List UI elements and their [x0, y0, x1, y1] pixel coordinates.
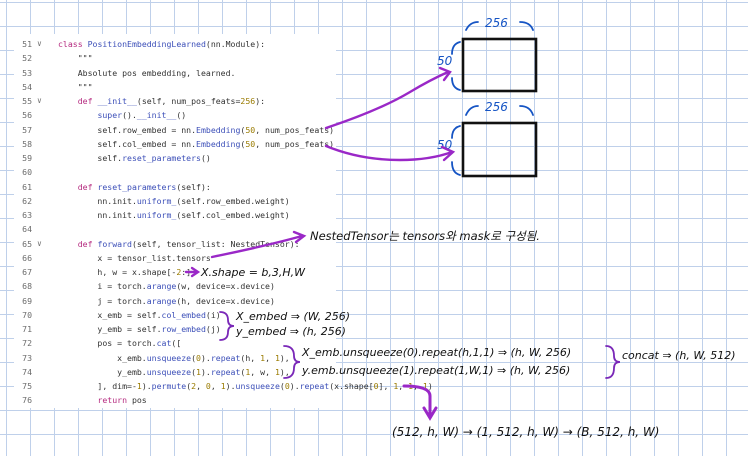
- code-editor: 51 ∨ class PositionEmbeddingLearned(nn.Mod…: [14, 34, 433, 408]
- code-text: nn.init.uniform_(self.col_embed.weight): [58, 210, 290, 220]
- row-embed-arrow: [324, 70, 450, 130]
- code-line: 52 """: [14, 51, 336, 65]
- line-number: 53: [22, 67, 32, 78]
- code-line: 59 self.reset_parameters(): [14, 151, 336, 165]
- code-line: 64: [14, 222, 336, 236]
- code-line: 62 nn.init.uniform_(self.row_embed.weigh…: [14, 194, 336, 208]
- line-number: 65: [22, 238, 32, 249]
- code-line: 55 ∨ def __init__(self, num_pos_feats=256…: [14, 94, 336, 108]
- line-number: 61: [22, 181, 32, 192]
- code-text: self.col_embed = nn.Embedding(50, num_po…: [58, 138, 335, 149]
- code-line: 57 self.row_embed = nn.Embedding(50, num…: [14, 123, 336, 137]
- permute-arrow: [402, 384, 432, 418]
- line-number: 73: [22, 352, 32, 363]
- line-number: 58: [22, 138, 32, 149]
- fold-chevron-icon[interactable]: ∨: [37, 238, 42, 248]
- line-number: 56: [22, 110, 32, 121]
- row-embed-box: [461, 37, 538, 93]
- concat-note: concat ⇒ (h, W, 512): [622, 349, 736, 362]
- code-text: return pos: [97, 395, 147, 406]
- line-number: 54: [22, 81, 32, 92]
- line-number: 69: [22, 295, 32, 306]
- line-number: 75: [22, 381, 32, 391]
- line-number: 55: [22, 96, 32, 106]
- code-text: self.row_embed = nn.Embedding(50, num_po…: [58, 124, 335, 135]
- code-text: y_emb.unsqueeze(1).repeat(1, w, 1),: [58, 366, 290, 377]
- top-box-width-label: 256: [485, 16, 508, 30]
- code-text: def __init__(self, num_pos_feats=256):: [77, 96, 266, 106]
- line-number: 66: [22, 252, 32, 263]
- permute-note: (512, h, W) → (1, 512, h, W) → (B, 512, …: [392, 425, 659, 439]
- x-shape-note: X.shape = b,3,H,W: [200, 266, 306, 279]
- line-number: 71: [22, 324, 32, 334]
- line-number: 68: [22, 281, 32, 292]
- code-line: 58 self.col_embed = nn.Embedding(50, num…: [14, 137, 336, 151]
- bottom-box-width-label: 256: [485, 100, 508, 114]
- code-line: 71 y_emb = self.row_embed(j): [14, 322, 336, 336]
- unsqueeze-bracket: [283, 345, 301, 379]
- y-embed-note: y_embed ⇒ (h, 256): [235, 325, 346, 338]
- code-line: 76 return pos: [14, 393, 336, 407]
- code-line: 73 x_emb.unsqueeze(0).repeat(h, 1, 1),: [14, 351, 336, 365]
- code-line: 68 i = torch.arange(w, device=x.device): [14, 279, 336, 293]
- code-text: x_emb = self.col_embed(i): [58, 309, 221, 320]
- code-line: 65 ∨ def forward(self, tensor_list: Neste…: [14, 237, 336, 251]
- y-unsqueeze-note: y.emb.unsqueeze(1).repeat(1,W,1) ⇒ (h, W…: [301, 364, 570, 377]
- code-line: 54 """: [14, 80, 336, 94]
- code-line: 56 super().__init__(): [14, 108, 336, 122]
- nested-tensor-note: NestedTensor는 tensors와 mask로 구성됨.: [310, 229, 540, 243]
- code-line: 74 y_emb.unsqueeze(1).repeat(1, w, 1),: [14, 365, 336, 379]
- code-text: self.reset_parameters(): [58, 153, 211, 163]
- x-unsqueeze-note: X_emb.unsqueeze(0).repeat(h,1,1) ⇒ (h, W…: [301, 346, 571, 359]
- top-box-height-label: 50: [437, 54, 453, 68]
- code-text: x = tensor_list.tensors: [58, 252, 211, 263]
- line-number: 70: [22, 309, 32, 320]
- line-number: 67: [22, 267, 32, 277]
- code-text: pos = torch.cat([: [58, 338, 182, 349]
- code-text: Absolute pos embedding, learned.: [58, 67, 236, 78]
- code-line: 60: [14, 165, 336, 179]
- code-line: 53 Absolute pos embedding, learned.: [14, 66, 336, 80]
- code-text: """: [58, 53, 93, 64]
- embed-bracket: [219, 311, 235, 341]
- bottom-box-height-label: 50: [437, 138, 453, 152]
- line-number: 72: [22, 338, 32, 349]
- code-text: def forward(self, tensor_list: NestedTen…: [77, 238, 300, 249]
- line-number: 63: [22, 210, 32, 220]
- code-text: super().__init__(): [97, 110, 187, 121]
- code-line: 61 def reset_parameters(self):: [14, 180, 336, 194]
- line-number: 62: [22, 195, 32, 206]
- line-number: 64: [22, 224, 32, 235]
- line-number: 57: [22, 124, 32, 135]
- x-embed-note: X_embed ⇒ (W, 256): [235, 310, 350, 323]
- line-number: 51: [22, 39, 32, 49]
- fold-chevron-icon[interactable]: ∨: [37, 39, 42, 48]
- code-text: j = torch.arange(h, device=x.device): [58, 295, 275, 306]
- code-text: i = torch.arange(w, device=x.device): [58, 281, 275, 292]
- code-text: class PositionEmbeddingLearned(nn.Module…: [58, 39, 266, 49]
- code-line: 72 pos = torch.cat([: [14, 336, 336, 350]
- code-line: 70 x_emb = self.col_embed(i): [14, 308, 336, 322]
- col-embed-arrow: [324, 144, 454, 162]
- code-text: x_emb.unsqueeze(0).repeat(h, 1, 1),: [58, 352, 290, 363]
- line-number: 76: [22, 395, 32, 406]
- fold-chevron-icon[interactable]: ∨: [37, 96, 42, 105]
- code-text: def reset_parameters(self):: [77, 181, 211, 192]
- line-number: 60: [22, 167, 32, 178]
- code-line: 75 ], dim=-1).permute(2, 0, 1).unsqueeze…: [14, 379, 433, 393]
- col-embed-box: [461, 121, 538, 178]
- code-line: 63 nn.init.uniform_(self.col_embed.weigh…: [14, 208, 336, 222]
- code-text: nn.init.uniform_(self.row_embed.weight): [58, 195, 290, 206]
- line-number: 74: [22, 366, 32, 377]
- code-text: """: [58, 81, 93, 92]
- code-text: y_emb = self.row_embed(j): [58, 324, 221, 334]
- code-line: 66 x = tensor_list.tensors: [14, 251, 336, 265]
- code-line: 69 j = torch.arange(h, device=x.device): [14, 294, 336, 308]
- nested-tensor-arrow: [210, 234, 304, 259]
- line-number: 59: [22, 153, 32, 163]
- code-line: 51 ∨ class PositionEmbeddingLearned(nn.Mod…: [14, 37, 336, 51]
- line-number: 52: [22, 53, 32, 64]
- code-text: ], dim=-1).permute(2, 0, 1).unsqueeze(0)…: [58, 381, 433, 391]
